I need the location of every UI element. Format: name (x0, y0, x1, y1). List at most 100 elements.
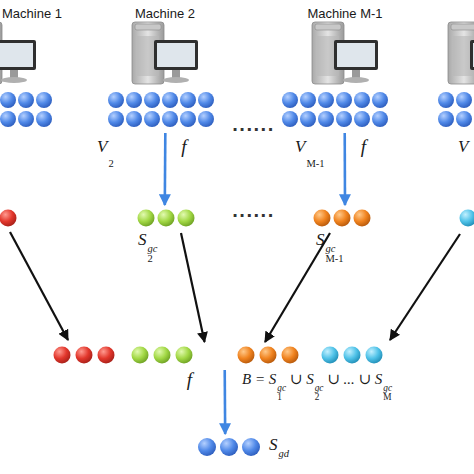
subscript (279, 459, 290, 469)
data-dot (178, 210, 195, 227)
node-text: Sgd (269, 435, 289, 469)
data-dot (322, 347, 339, 364)
data-dot (344, 347, 361, 364)
data-dot (158, 210, 175, 227)
data-dot (438, 92, 454, 108)
data-dot (154, 347, 171, 364)
ellipsis: ...... (232, 118, 274, 134)
machine-node: Machine 2 (132, 2, 198, 86)
edge-label: f (361, 137, 366, 157)
data-dot (144, 111, 160, 127)
subscript: 1 (277, 393, 286, 402)
dataset-grid: V2 (107, 91, 215, 128)
flow-arrow (181, 233, 205, 342)
data-dot (36, 111, 52, 127)
data-dot (0, 210, 17, 227)
superscript: gc (383, 384, 392, 393)
computer-icon (448, 22, 474, 84)
data-dot (300, 111, 316, 127)
sub-sup: 2gc (148, 244, 158, 264)
edge-label: f (181, 137, 186, 157)
data-dot (336, 111, 352, 127)
data-dot (176, 347, 193, 364)
node-text: V2 (97, 137, 114, 169)
data-dot (180, 111, 196, 127)
result-set: Sgd (197, 437, 261, 457)
node-text: Machine 1 (2, 6, 62, 21)
sub-sup: 1gc (277, 384, 286, 402)
computer-icon (132, 22, 198, 84)
superscript: gc (326, 244, 344, 254)
subscript: M-1 (326, 254, 344, 264)
data-dot (198, 92, 214, 108)
subscript: 2 (108, 159, 113, 169)
superscript (108, 149, 113, 159)
computer-icon (312, 22, 378, 84)
data-dot (138, 210, 155, 227)
superscript: gd (279, 449, 290, 459)
dataset-grid: VM-1 (281, 91, 389, 128)
data-dot (18, 92, 34, 108)
data-dot (438, 111, 454, 127)
data-dot (260, 347, 277, 364)
machine-node: Machine 1 (0, 2, 40, 86)
superscript: gc (277, 384, 286, 393)
superscript: gc (148, 244, 158, 254)
data-dot (372, 111, 388, 127)
superscript: gc (315, 384, 324, 393)
data-dot (54, 347, 71, 364)
subscript: M-1 (306, 159, 324, 169)
data-dot (144, 92, 160, 108)
data-dot (108, 111, 124, 127)
computer-icon (0, 22, 36, 84)
data-dot (314, 210, 331, 227)
ellipsis: ...... (232, 204, 274, 220)
data-dot (366, 347, 383, 364)
flow-arrow (343, 133, 346, 205)
data-dot (456, 92, 472, 108)
data-dot (242, 438, 260, 456)
subscript: M (383, 393, 392, 402)
data-dot (126, 92, 142, 108)
data-dot (238, 347, 255, 364)
set-label: V (458, 137, 468, 157)
sub-sup: M-1gc (326, 244, 344, 264)
sub-sup: 2 (108, 149, 113, 169)
merge-arrow (390, 234, 460, 340)
node-text: Machine M-1 (307, 6, 382, 21)
data-dot (300, 92, 316, 108)
selected-set: SM-1gc (312, 208, 372, 228)
data-dot (180, 92, 196, 108)
subscript: 2 (315, 393, 324, 402)
data-dot (318, 111, 334, 127)
sub-sup: M-1 (306, 149, 324, 169)
data-dot (460, 210, 474, 227)
data-dot (318, 92, 334, 108)
data-dot (198, 438, 216, 456)
data-dot (336, 92, 352, 108)
node-text: Machine 2 (135, 6, 195, 21)
data-dot (220, 438, 238, 456)
data-dot (354, 92, 370, 108)
data-dot (372, 92, 388, 108)
flow-arrow (164, 133, 167, 205)
data-dot (98, 347, 115, 364)
flow-arrow (223, 370, 226, 434)
data-dot (282, 92, 298, 108)
data-dot (36, 92, 52, 108)
node-text: B = S1gc ∪ S2gc ∪ ... ∪ SMgc (242, 369, 392, 402)
node-text: SM-1gc (316, 230, 344, 264)
data-dot (334, 210, 351, 227)
merge-arrow (10, 232, 68, 340)
data-dot (282, 347, 299, 364)
edge-label: f (187, 370, 192, 390)
data-dot (126, 111, 142, 127)
data-dot (108, 92, 124, 108)
machine-node: Machine M-1 (312, 2, 378, 86)
sub-sup: Mgc (383, 384, 392, 402)
data-dot (76, 347, 93, 364)
data-dot (198, 111, 214, 127)
